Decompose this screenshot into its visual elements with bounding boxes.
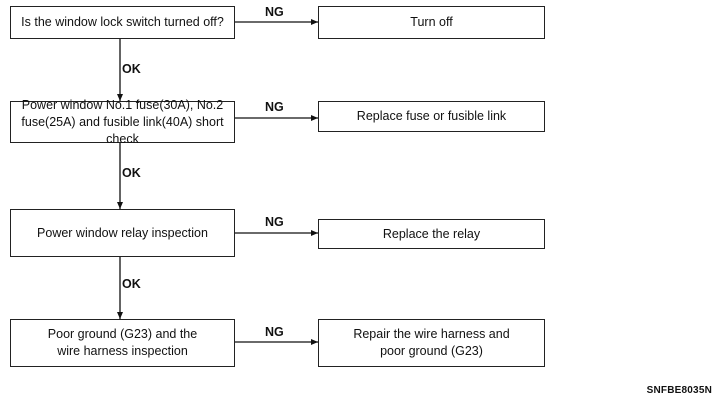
action-3-text: Replace the relay [382,226,481,241]
action-4-text: Repair the wire harness and poor ground … [353,327,510,358]
ng-label-2: NG [265,100,284,114]
step-3-box: Power window relay inspection [10,209,235,257]
action-1-text: Turn off [410,15,453,29]
step-1-box: Is the window lock switch turned off? [10,6,235,39]
step-3-text: Power window relay inspection [37,225,208,240]
action-2-box: Replace fuse or fusible link [318,101,545,132]
step-4-box: Poor ground (G23) and the wire harness i… [10,319,235,367]
figure-code: SNFBE8035N [646,385,712,396]
action-2-text: Replace fuse or fusible link [356,109,507,123]
ng-label-3: NG [265,215,284,229]
step-2-box: Power window No.1 fuse(30A), No.2 fuse(2… [10,98,235,146]
ng-label-4: NG [265,325,284,339]
step-1-text: Is the window lock switch turned off? [21,15,224,29]
ok-label-1: OK [122,62,141,76]
action-1-box: Turn off [318,6,545,39]
ok-label-3: OK [122,277,141,291]
ok-label-2: OK [122,166,141,180]
step-4-text: Poor ground (G23) and the wire harness i… [47,327,198,358]
step-2-text: Power window No.1 fuse(30A), No.2 fuse(2… [21,97,224,146]
ng-label-1: NG [265,5,284,19]
action-3-box: Replace the relay [318,219,545,249]
action-4-box: Repair the wire harness and poor ground … [318,319,545,367]
